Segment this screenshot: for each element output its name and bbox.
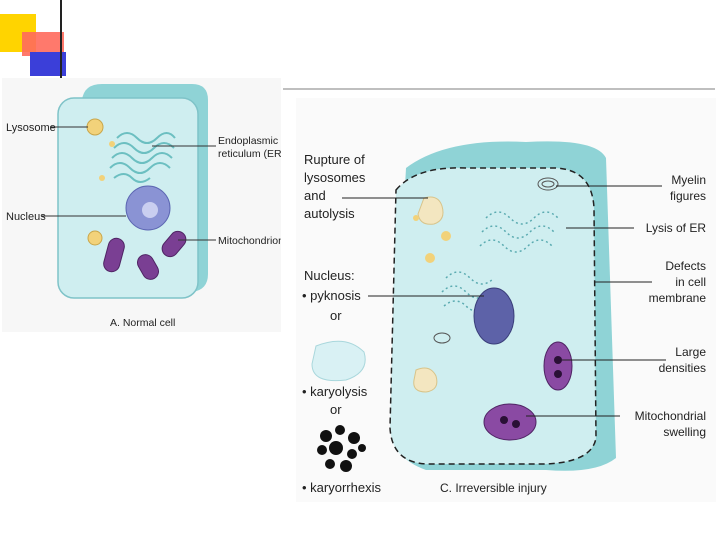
label-rupture-2: lysosomes [304, 170, 366, 185]
slide-decor-vertical-line [60, 0, 62, 80]
label-nucleus-head: Nucleus: [304, 268, 355, 283]
normal-cell-caption: A. Normal cell [110, 317, 175, 329]
normal-nucleolus [142, 202, 158, 218]
injury-caption: C. Irreversible injury [440, 481, 547, 495]
label-lysis-er: Lysis of ER [646, 221, 707, 235]
label-defects-3: membrane [649, 291, 707, 305]
label-karyolysis: • karyolysis [302, 384, 368, 399]
slide-decor-horizontal-line [283, 88, 715, 90]
label-large-1: Large [675, 345, 706, 359]
label-or-1: or [330, 308, 342, 323]
normal-vesicle-2 [99, 175, 105, 181]
karyolysis-nucleus [312, 341, 365, 380]
karyorrhexis-nucleus [317, 425, 366, 472]
lysosome-remnant-3 [413, 215, 419, 221]
label-rupture-3: and [304, 188, 326, 203]
normal-lysosome-2 [88, 231, 102, 245]
lysosome-remnant-2 [425, 253, 435, 263]
label-er-line2: reticulum (ER) [218, 148, 281, 160]
normal-cell-panel: Lysosome Nucleus Endoplasmic reticulum (… [2, 78, 281, 332]
label-nucleus: Nucleus [6, 211, 46, 223]
lysosome-remnant [441, 231, 451, 241]
normal-lysosome [87, 119, 103, 135]
label-defects-2: in cell [675, 275, 706, 289]
ruptured-lysosome-2 [414, 368, 437, 392]
label-pyknosis: • pyknosis [302, 288, 361, 303]
label-mito-2: swelling [663, 425, 706, 439]
label-or-2: or [330, 402, 342, 417]
normal-vesicle [109, 141, 115, 147]
label-mitochondrion: Mitochondrion [218, 235, 281, 247]
irreversible-injury-panel: Rupture of lysosomes and autolysis Nucle… [296, 98, 716, 502]
label-large-2: densities [659, 361, 706, 375]
label-myelin-2: figures [670, 189, 706, 203]
label-rupture-1: Rupture of [304, 152, 365, 167]
label-lysosome: Lysosome [6, 122, 56, 134]
label-rupture-4: autolysis [304, 206, 355, 221]
irreversible-injury-diagram: Rupture of lysosomes and autolysis Nucle… [296, 98, 716, 502]
normal-cell-diagram: Lysosome Nucleus Endoplasmic reticulum (… [2, 78, 281, 332]
label-er-line1: Endoplasmic [218, 135, 278, 147]
label-karyorrhexis: • karyorrhexis [302, 480, 381, 495]
label-mito-1: Mitochondrial [635, 409, 706, 423]
label-defects-1: Defects [665, 259, 706, 273]
label-myelin-1: Myelin [671, 173, 706, 187]
